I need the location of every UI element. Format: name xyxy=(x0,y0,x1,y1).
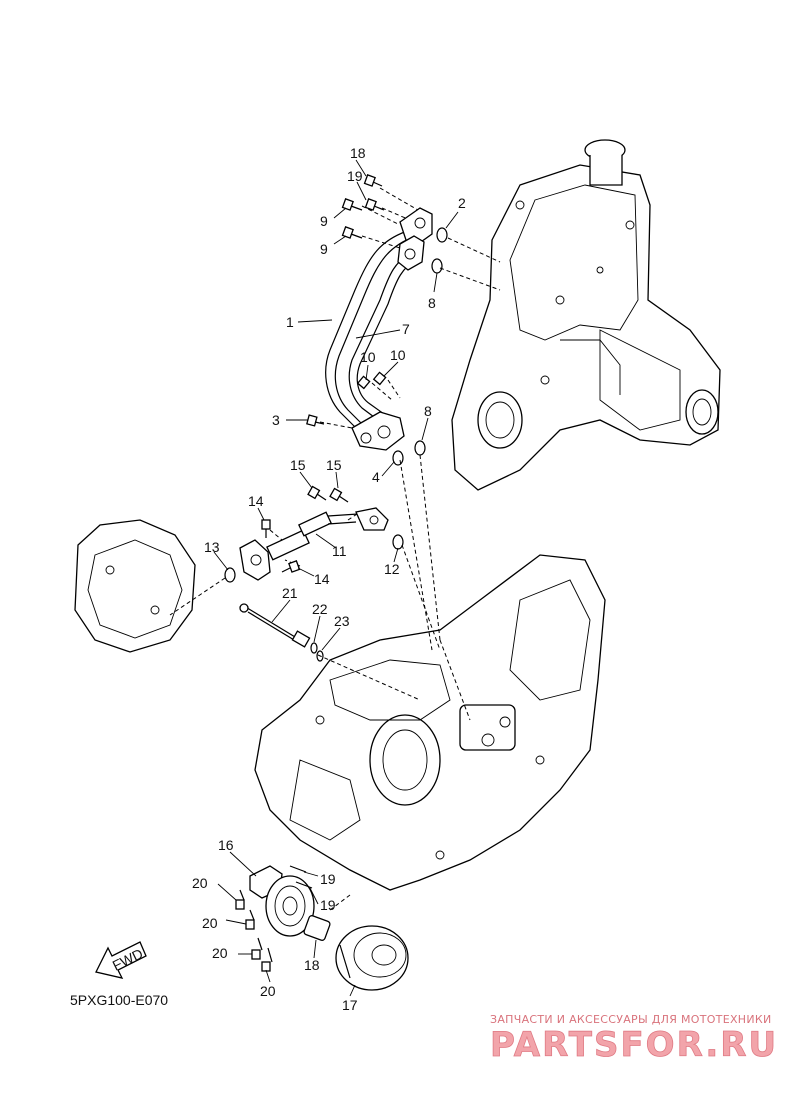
callout-18: 18 xyxy=(304,957,320,973)
leader-lines xyxy=(213,159,459,997)
callout-23: 23 xyxy=(334,613,350,629)
callout-19a: 19 xyxy=(320,871,336,887)
watermark-subtitle: ЗАПЧАСТИ И АКСЕССУАРЫ ДЛЯ МОТОТЕХНИКИ xyxy=(490,1013,772,1026)
callout-22: 22 xyxy=(312,601,328,617)
callout-12: 12 xyxy=(384,561,400,577)
callout-21: 21 xyxy=(282,585,298,601)
callout-17: 17 xyxy=(342,997,358,1013)
bolts xyxy=(235,174,387,972)
callout-15b: 15 xyxy=(326,457,342,473)
callout-14a: 14 xyxy=(248,493,264,509)
callout-16: 16 xyxy=(218,837,234,853)
o-rings xyxy=(224,227,448,662)
assembly-guides xyxy=(169,187,501,911)
callout-8a: 8 xyxy=(428,295,436,311)
oil-pipe-upper xyxy=(325,207,433,451)
callout-19b: 19 xyxy=(320,897,336,913)
callout-20a: 20 xyxy=(192,875,208,891)
oil-filter-assembly xyxy=(249,865,409,991)
clutch-cover xyxy=(74,519,196,653)
callout-9a: 9 xyxy=(320,213,328,229)
fwd-label: FWD xyxy=(110,945,146,973)
callout-14b: 14 xyxy=(314,571,330,587)
oil-pipe-11 xyxy=(239,507,389,581)
callout-3: 3 xyxy=(272,412,280,428)
cylinder-head-cover xyxy=(451,139,721,491)
watermark-brand: PARTSFOR.RU xyxy=(490,1025,778,1065)
callout-20d: 20 xyxy=(260,983,276,999)
callout-2: 2 xyxy=(458,195,466,211)
fwd-arrow: FWD xyxy=(95,941,147,979)
callout-7: 7 xyxy=(402,321,410,337)
callout-1: 1 xyxy=(286,314,294,330)
callout-11: 11 xyxy=(332,543,347,559)
diagram-code: 5PXG100-E070 xyxy=(70,992,168,1008)
crankcase xyxy=(254,554,606,891)
callout-20c: 20 xyxy=(212,945,228,961)
callout-10b: 10 xyxy=(390,347,406,363)
callout-13: 13 xyxy=(204,539,220,555)
callout-4: 4 xyxy=(372,469,380,485)
callout-10a: 10 xyxy=(360,349,376,365)
callout-8b: 8 xyxy=(424,403,432,419)
callout-labels: 18 19 9 9 2 8 1 7 10 10 3 8 4 15 15 14 1… xyxy=(192,145,466,1013)
callout-6: 19 xyxy=(347,168,363,184)
watermark: ЗАПЧАСТИ И АКСЕССУАРЫ ДЛЯ МОТОТЕХНИКИ PA… xyxy=(490,1013,778,1065)
callout-9b: 9 xyxy=(320,241,328,257)
callout-15a: 15 xyxy=(290,457,306,473)
callout-20b: 20 xyxy=(202,915,218,931)
oil-pipe-21 xyxy=(239,603,311,648)
callout-5: 18 xyxy=(350,145,366,161)
